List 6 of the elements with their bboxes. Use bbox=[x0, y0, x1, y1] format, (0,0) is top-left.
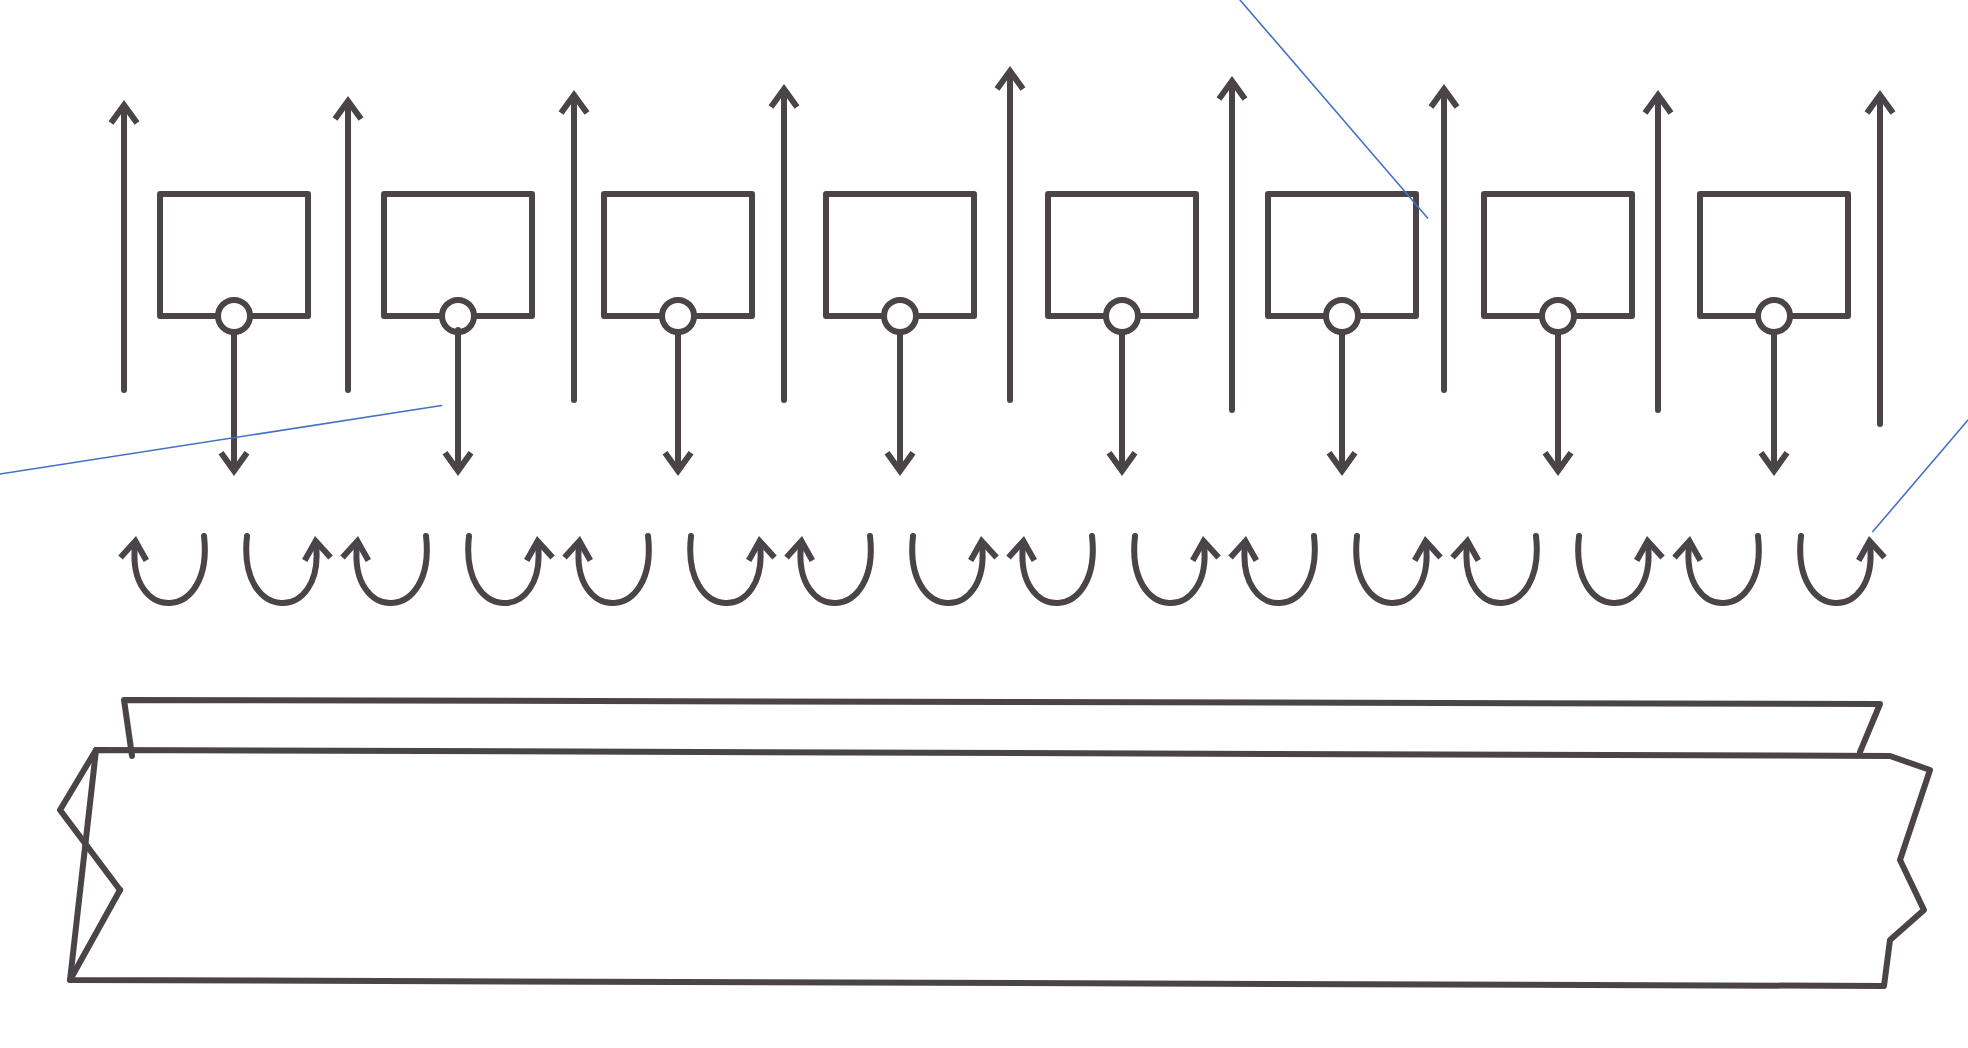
leader-line bbox=[0, 404, 443, 475]
leader-line bbox=[1239, 0, 1429, 219]
leader-line bbox=[1872, 419, 1968, 533]
arrow bbox=[442, 326, 474, 476]
curl-arrow bbox=[1797, 532, 1887, 606]
arrow bbox=[1428, 83, 1460, 393]
